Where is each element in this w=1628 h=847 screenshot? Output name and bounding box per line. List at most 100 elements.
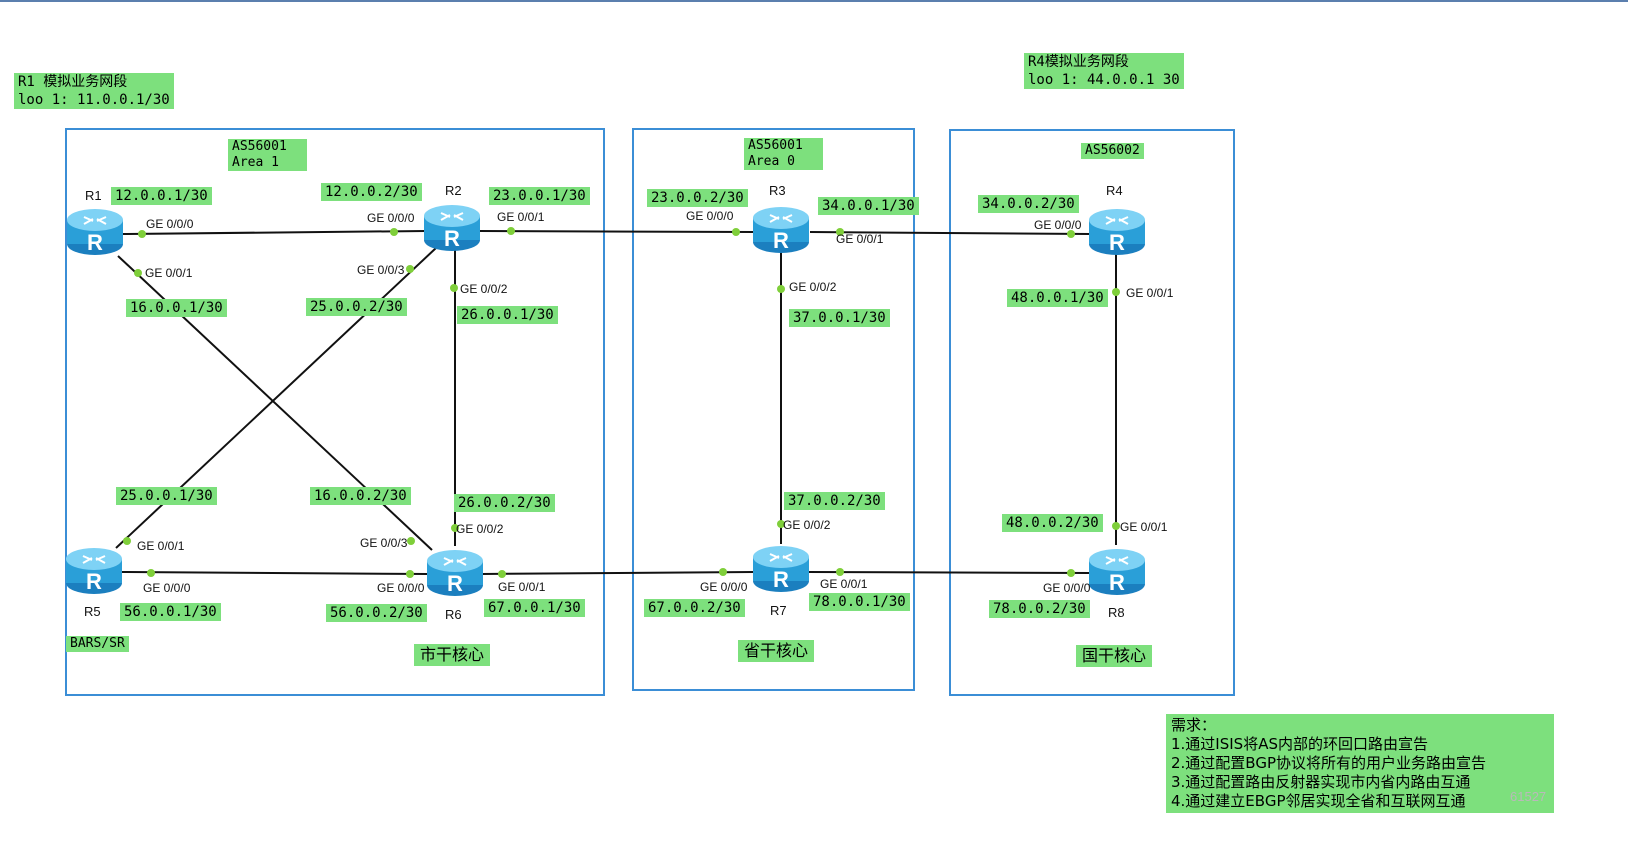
- link-r6-r7[interactable]: [481, 571, 755, 575]
- ip-r1-g001: 16.0.0.1/30: [126, 299, 227, 317]
- port-r7-ge001: GE 0/0/1: [820, 577, 868, 591]
- ip-r8-g001: 48.0.0.2/30: [1002, 514, 1103, 532]
- port-r6-ge003: GE 0/0/3: [360, 536, 408, 550]
- router-r5-icon[interactable]: R: [65, 545, 123, 595]
- port-dot: [498, 570, 506, 578]
- port-dot: [1112, 522, 1120, 530]
- router-r2-icon[interactable]: R: [423, 202, 481, 252]
- ip-r2-g001: 23.0.0.1/30: [489, 187, 590, 205]
- ip-r6-g003: 16.0.0.2/30: [310, 487, 411, 505]
- port-dot: [147, 569, 155, 577]
- router-letter: R: [86, 569, 102, 594]
- port-dot: [138, 230, 146, 238]
- router-letter: R: [1109, 570, 1125, 595]
- requirements-box: 需求： 1.通过ISIS将AS内部的环回口路由宣告 2.通过配置BGP协议将所有…: [1166, 714, 1554, 813]
- router-name-r6: R6: [445, 607, 462, 622]
- port-dot: [836, 228, 844, 236]
- ip-r7-g001: 78.0.0.1/30: [809, 593, 910, 611]
- port-dot: [1067, 569, 1075, 577]
- link-r2-r3[interactable]: [479, 230, 755, 233]
- port-dot: [836, 568, 844, 576]
- ip-r3-g000: 23.0.0.2/30: [647, 189, 748, 207]
- ip-r5-g000: 56.0.0.1/30: [120, 603, 221, 621]
- area-city-area: Area 1: [232, 155, 279, 170]
- port-r2-ge000: GE 0/0/0: [367, 211, 415, 225]
- ip-r2-g003: 25.0.0.2/30: [306, 298, 407, 316]
- area-city-as-label: AS56001 Area 1: [228, 139, 307, 171]
- router-letter: R: [87, 230, 103, 255]
- port-r8-ge000: GE 0/0/0: [1043, 581, 1091, 595]
- router-r1-icon[interactable]: R: [66, 206, 124, 256]
- port-dot: [777, 285, 785, 293]
- r1-service-note-loopback: loo 1: 11.0.0.1/30: [18, 92, 170, 108]
- port-r5-ge000: GE 0/0/0: [143, 581, 191, 595]
- requirement-item-1: 1.通过ISIS将AS内部的环回口路由宣告: [1171, 735, 1428, 753]
- link-r5-r6[interactable]: [119, 571, 429, 575]
- ip-r7-g000: 67.0.0.2/30: [644, 599, 745, 617]
- port-r3-ge000: GE 0/0/0: [686, 209, 734, 223]
- r4-service-note: R4模拟业务网段 loo 1: 44.0.0.1 30: [1024, 53, 1184, 89]
- requirement-item-4: 4.通过建立EBGP邻居实现全省和互联网互通: [1171, 792, 1466, 810]
- router-r3-icon[interactable]: R: [752, 204, 810, 254]
- top-border: [0, 0, 1628, 2]
- r1-service-note: R1 模拟业务网段 loo 1: 11.0.0.1/30: [14, 73, 174, 109]
- port-dot: [1067, 230, 1075, 238]
- ip-r7-g002: 37.0.0.2/30: [784, 492, 885, 510]
- area-national-box: [949, 129, 1235, 696]
- area-province-area: Area 0: [748, 154, 795, 169]
- ip-r1-g000: 12.0.0.1/30: [111, 187, 212, 205]
- area-province-as: AS56001: [748, 138, 803, 153]
- port-r3-ge001: GE 0/0/1: [836, 232, 884, 246]
- ip-r3-g002: 37.0.0.1/30: [789, 309, 890, 327]
- bars-label: BARS/SR: [66, 636, 129, 652]
- port-r2-ge003: GE 0/0/3: [357, 263, 405, 277]
- router-r8-icon[interactable]: R: [1088, 546, 1146, 596]
- router-letter: R: [444, 226, 460, 251]
- link-r1-r2[interactable]: [121, 230, 427, 235]
- router-r6-icon[interactable]: R: [426, 547, 484, 597]
- port-r7-ge000: GE 0/0/0: [700, 580, 748, 594]
- watermark: 61527: [1510, 789, 1547, 804]
- router-r4-icon[interactable]: R: [1088, 206, 1146, 256]
- port-dot: [1112, 288, 1120, 296]
- port-r4-ge001: GE 0/0/1: [1126, 286, 1174, 300]
- r1-service-note-title: R1 模拟业务网段: [18, 74, 128, 90]
- area-national-title: 国干核心: [1076, 645, 1153, 667]
- router-name-r4: R4: [1106, 183, 1123, 198]
- router-name-r8: R8: [1108, 605, 1125, 620]
- r4-service-note-title: R4模拟业务网段: [1028, 54, 1129, 70]
- port-dot: [777, 520, 785, 528]
- ip-r4-g000: 34.0.0.2/30: [978, 195, 1079, 213]
- router-name-r2: R2: [445, 183, 462, 198]
- router-letter: R: [1109, 230, 1125, 255]
- requirement-item-2: 2.通过配置BGP协议将所有的用户业务路由宣告: [1171, 754, 1487, 772]
- ip-r3-g001: 34.0.0.1/30: [818, 197, 919, 215]
- ip-r6-g001: 67.0.0.1/30: [484, 599, 585, 617]
- port-r8-ge001: GE 0/0/1: [1120, 520, 1168, 534]
- link-r7-r8[interactable]: [807, 571, 1091, 574]
- router-letter: R: [773, 228, 789, 253]
- router-name-r3: R3: [769, 183, 786, 198]
- link-r3-r4[interactable]: [809, 231, 1091, 235]
- area-city-box: [65, 128, 605, 696]
- router-letter: R: [773, 567, 789, 592]
- port-r7-ge002: GE 0/0/2: [783, 518, 831, 532]
- area-city-as: AS56001: [232, 139, 287, 154]
- port-r4-ge000: GE 0/0/0: [1034, 218, 1082, 232]
- router-name-r7: R7: [770, 603, 787, 618]
- port-dot: [451, 524, 459, 532]
- ip-r5-g001: 25.0.0.1/30: [116, 487, 217, 505]
- ip-r2-g002: 26.0.0.1/30: [457, 306, 558, 324]
- port-dot: [406, 265, 414, 273]
- requirements-title: 需求：: [1171, 716, 1217, 734]
- area-province-box: [632, 128, 915, 691]
- port-r2-ge002: GE 0/0/2: [460, 282, 508, 296]
- port-r1-ge001: GE 0/0/1: [145, 266, 193, 280]
- port-dot: [507, 227, 515, 235]
- router-r7-icon[interactable]: R: [752, 543, 810, 593]
- port-r6-ge002: GE 0/0/2: [456, 522, 504, 536]
- port-dot: [450, 284, 458, 292]
- port-dot: [123, 537, 131, 545]
- port-dot: [719, 568, 727, 576]
- ip-r4-g001: 48.0.0.1/30: [1007, 289, 1108, 307]
